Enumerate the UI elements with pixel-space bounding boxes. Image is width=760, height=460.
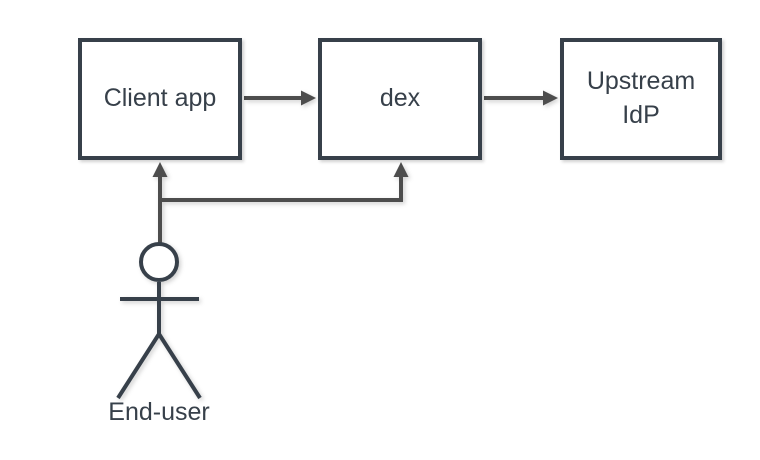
node-upstream-idp-label: Upstream IdP	[586, 67, 696, 129]
node-dex-label: dex	[379, 84, 421, 113]
edge-dex-to-upstream-idp	[484, 90, 558, 106]
edge-end-user-to-client-app	[152, 162, 168, 243]
node-client-app: Client app	[78, 38, 242, 160]
edge-client-app-to-dex	[244, 90, 316, 106]
node-client-app-label: Client app	[103, 84, 217, 113]
edge-end-user-to-dex-arrowhead-icon	[393, 162, 409, 177]
node-dex: dex	[318, 38, 482, 160]
edge-dex-to-upstream-idp-arrowhead-icon	[543, 90, 558, 106]
actor-end-user-label: End-user	[108, 398, 210, 426]
actor-head	[139, 242, 179, 282]
node-upstream-idp: Upstream IdP	[560, 38, 722, 160]
edge-end-user-to-client-app-arrowhead-icon	[152, 162, 168, 177]
edge-end-user-to-dex-line	[160, 177, 403, 202]
actor-end-user-icon	[116, 242, 202, 400]
edge-client-app-to-dex-arrowhead-icon	[301, 90, 316, 106]
edge-end-user-to-dex	[160, 162, 409, 202]
actor-legs	[116, 330, 202, 400]
